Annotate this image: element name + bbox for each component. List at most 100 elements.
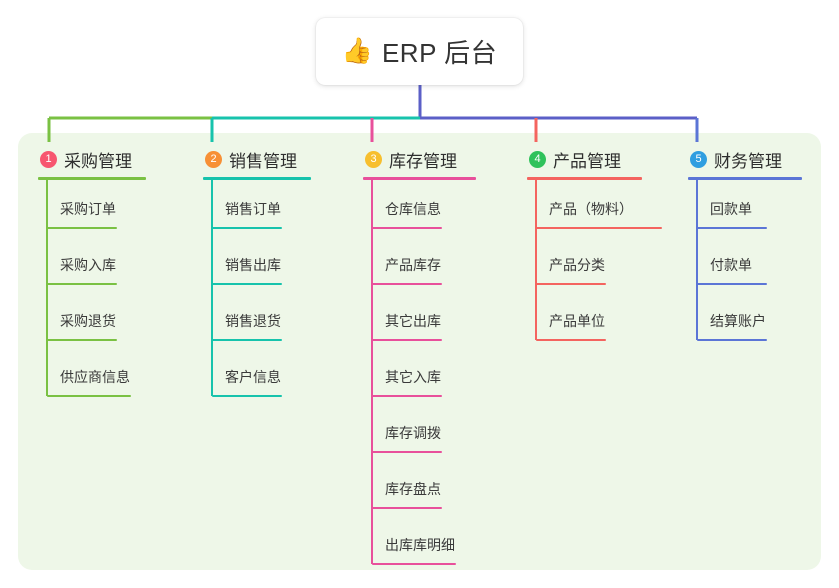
leaf-underline [372,227,442,229]
leaf-node[interactable]: 销售退货 [203,292,311,348]
leaf-node[interactable]: 结算账户 [688,292,802,348]
column-title: 产品管理 [553,151,621,171]
leaf-label: 采购入库 [60,257,116,273]
leaf-underline [47,283,117,285]
leaf-label: 仓库信息 [385,201,441,217]
leaf-label: 出库库明细 [385,537,455,553]
leaf-label: 销售订单 [225,201,281,217]
column-underline [38,177,146,180]
leaf-underline [372,563,456,565]
leaf-node[interactable]: 产品库存 [363,236,476,292]
column-header-1[interactable]: 1 采购管理 [38,146,146,172]
leaf-node[interactable]: 出库库明细 [363,516,476,572]
thumbs-up-icon: 👍 [341,37,373,65]
root-node[interactable]: 👍 ERP 后台 [316,18,523,85]
column-spine [371,180,373,564]
leaf-label: 结算账户 [710,313,766,329]
column-items: 销售订单销售出库销售退货客户信息 [203,180,311,404]
leaf-label: 销售出库 [225,257,281,273]
column-badge-1: 1 [40,150,57,168]
leaf-label: 采购退货 [60,313,116,329]
leaf-node[interactable]: 采购订单 [38,180,146,236]
leaf-node[interactable]: 产品（物料） [527,180,662,236]
column-badge-3: 3 [365,150,382,168]
leaf-underline [212,395,282,397]
column-underline [363,177,476,180]
leaf-underline [47,395,131,397]
root-node-content: 👍 ERP 后台 [342,33,497,70]
column-header-3[interactable]: 3 库存管理 [363,146,476,172]
leaf-node[interactable]: 付款单 [688,236,802,292]
column-underline [527,177,642,180]
leaf-label: 付款单 [710,257,752,273]
column-items: 采购订单采购入库采购退货供应商信息 [38,180,146,404]
column-title: 财务管理 [714,151,782,171]
leaf-label: 客户信息 [225,369,281,385]
column-spine [535,180,537,340]
leaf-underline [212,227,282,229]
leaf-node[interactable]: 库存盘点 [363,460,476,516]
leaf-underline [372,339,442,341]
leaf-node[interactable]: 产品分类 [527,236,642,292]
leaf-label: 库存调拨 [385,425,441,441]
leaf-underline [536,283,606,285]
leaf-label: 产品库存 [385,257,441,273]
diagram-panel [18,133,821,570]
leaf-underline [697,283,767,285]
column-header-4[interactable]: 4 产品管理 [527,146,642,172]
leaf-label: 销售退货 [225,313,281,329]
column-badge-5: 5 [690,150,707,168]
column-采购管理: 1 采购管理采购订单采购入库采购退货供应商信息 [38,146,146,404]
root-title: ERP 后台 [381,38,498,68]
column-badge-4: 4 [529,150,546,168]
column-title: 销售管理 [229,151,297,171]
leaf-underline [372,283,442,285]
column-items: 回款单付款单结算账户 [688,180,802,348]
leaf-underline [372,507,442,509]
leaf-node[interactable]: 销售出库 [203,236,311,292]
leaf-label: 库存盘点 [385,481,441,497]
leaf-underline [47,227,117,229]
column-spine [46,180,48,396]
leaf-underline [47,339,117,341]
leaf-underline [697,339,767,341]
leaf-underline [212,339,282,341]
column-spine [211,180,213,396]
leaf-underline [372,451,442,453]
leaf-label: 供应商信息 [60,369,130,385]
leaf-node[interactable]: 回款单 [688,180,802,236]
column-title: 采购管理 [64,151,132,171]
column-产品管理: 4 产品管理产品（物料） 产品分类产品单位 [527,146,662,348]
leaf-underline [697,227,767,229]
leaf-node[interactable]: 采购入库 [38,236,146,292]
leaf-node[interactable]: 产品单位 [527,292,642,348]
column-title: 库存管理 [389,151,457,171]
leaf-node[interactable]: 仓库信息 [363,180,476,236]
column-items: 产品（物料） 产品分类产品单位 [527,180,662,348]
leaf-node[interactable]: 供应商信息 [38,348,146,404]
leaf-node[interactable]: 销售订单 [203,180,311,236]
column-header-5[interactable]: 5 财务管理 [688,146,802,172]
column-库存管理: 3 库存管理仓库信息产品库存其它出库其它入库库存调拨库存盘点出库库明细 [363,146,476,572]
leaf-underline [372,395,442,397]
leaf-node[interactable]: 客户信息 [203,348,311,404]
leaf-label: 产品（物料） [549,201,633,217]
leaf-label: 其它出库 [385,313,441,329]
leaf-underline [212,283,282,285]
leaf-node[interactable]: 其它入库 [363,348,476,404]
leaf-node[interactable]: 库存调拨 [363,404,476,460]
leaf-node[interactable]: 采购退货 [38,292,146,348]
leaf-underline [536,227,662,229]
leaf-label: 其它入库 [385,369,441,385]
column-spine [696,180,698,340]
leaf-underline [536,339,606,341]
column-underline [203,177,311,180]
leaf-label: 产品单位 [549,313,605,329]
leaf-node[interactable]: 其它出库 [363,292,476,348]
leaf-label: 产品分类 [549,257,605,273]
column-财务管理: 5 财务管理回款单付款单结算账户 [688,146,802,348]
column-underline [688,177,802,180]
